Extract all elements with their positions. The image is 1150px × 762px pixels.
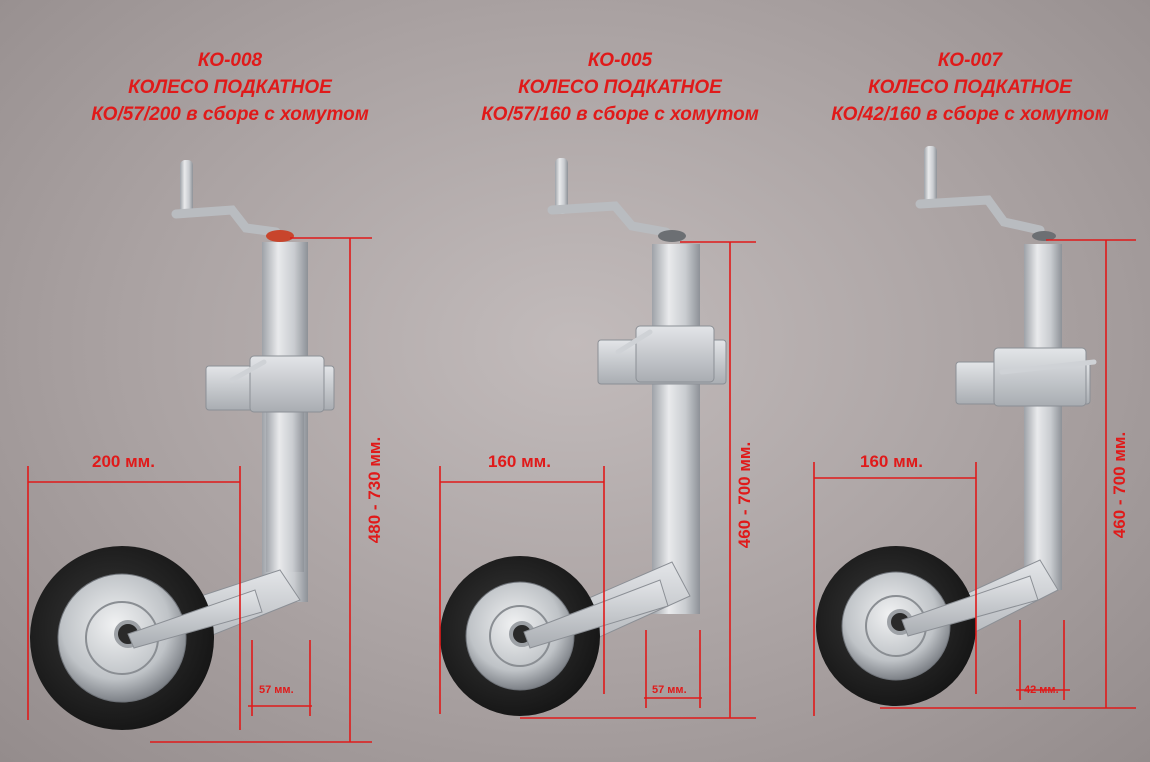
product-name: КОЛЕСО ПОДКАТНОЕ (868, 77, 1072, 98)
outer-tube (1024, 244, 1062, 590)
product-code: КО-008 (197, 50, 263, 71)
crank-cap (266, 230, 294, 242)
crank-cap (1032, 231, 1056, 241)
product-name: КОЛЕСО ПОДКАТНОЕ (128, 77, 332, 98)
tube-width-label: 42 мм. (1024, 684, 1059, 696)
outer-tube (652, 244, 700, 614)
handle-grip (924, 146, 937, 202)
product-name: КОЛЕСО ПОДКАТНОЕ (518, 77, 722, 98)
arm-front (127, 589, 263, 649)
crank-arm (547, 201, 671, 237)
dimension-lines (27, 237, 372, 743)
clamp-handle (615, 329, 653, 355)
handle-grip (180, 160, 193, 216)
clamp-handle (229, 359, 267, 383)
product-spec: КО/42/160 в сборе с хомутом (831, 104, 1109, 125)
wheel-diameter-label: 200 мм. (92, 452, 155, 471)
crank-arm (915, 195, 1045, 235)
clamp-band (635, 325, 715, 383)
arm-front (901, 575, 1039, 637)
wheel-diameter-label: 160 мм. (860, 452, 923, 471)
product-title-ko-005: КО-005 КОЛЕСО ПОДКАТНОЕ КО/57/160 в сбор… (430, 47, 810, 128)
jockey-wheel-ko-007 (813, 146, 1136, 716)
jockey-wheel-ko-005 (439, 158, 756, 719)
clamp-band (993, 347, 1087, 407)
clamp-band (249, 355, 325, 413)
product-code: КО-007 (937, 50, 1003, 71)
height-range-label: 460 - 700 мм. (1110, 431, 1129, 539)
crank-cap (658, 230, 686, 242)
wheel-diameter-label: 160 мм. (488, 452, 551, 471)
handle-grip (555, 158, 568, 214)
product-spec: КО/57/200 в сборе с хомутом (91, 104, 369, 125)
product-spec: КО/57/160 в сборе с хомутом (481, 104, 759, 125)
height-range-label: 480 - 730 мм. (365, 436, 384, 544)
height-range-label: 460 - 700 мм. (735, 441, 754, 549)
product-code: КО-005 (587, 50, 653, 71)
crank-arm (171, 205, 281, 237)
jockey-wheel-ko-008 (27, 160, 372, 743)
arm-front (523, 579, 669, 649)
tube-width-label: 57 мм. (259, 684, 294, 696)
product-title-ko-008: КО-008 КОЛЕСО ПОДКАТНОЕ КО/57/200 в сбор… (40, 47, 420, 128)
clamp-handle (999, 359, 1097, 375)
tube-width-label: 57 мм. (652, 684, 687, 696)
product-title-ko-007: КО-007 КОЛЕСО ПОДКАТНОЕ КО/42/160 в сбор… (795, 47, 1145, 128)
dimension-lines (813, 239, 1136, 716)
dimension-lines (439, 241, 756, 719)
